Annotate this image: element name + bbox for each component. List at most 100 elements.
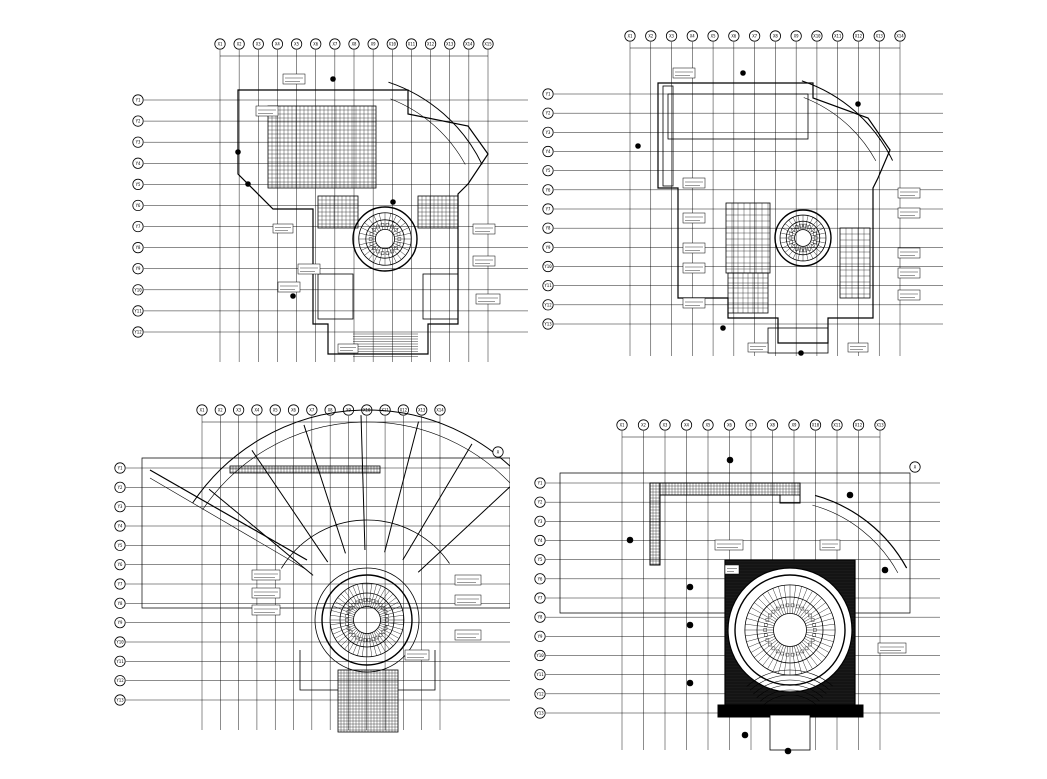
grid-bubble-column-label: X2 [641, 423, 646, 428]
rotunda-seat [813, 236, 818, 240]
rotunda-outer-ring [774, 209, 832, 267]
grid-bubble-column-label: X1 [200, 408, 205, 413]
grid-bubble-row [534, 515, 546, 527]
grid-bubble-column-label: X6 [313, 42, 318, 47]
rotunda-radial [754, 639, 778, 658]
annotation-tag [272, 223, 294, 234]
grid-bubble-row-label: Y13 [116, 698, 124, 703]
grid-bubble-row-label: Y7 [546, 207, 551, 212]
rotunda-seat [345, 614, 349, 618]
grid-bubble-column [463, 38, 475, 50]
section-marker [881, 566, 889, 574]
grid-bubble-column-label: X3 [663, 423, 668, 428]
section-marker [686, 621, 694, 629]
rotunda-radial [394, 232, 411, 238]
rotunda-radial [379, 624, 402, 635]
rotunda-radial [772, 645, 784, 672]
rotunda-radial [388, 247, 397, 263]
rotunda-radial [344, 590, 359, 610]
annotation-tag [682, 297, 706, 309]
rotunda-seat [378, 633, 383, 637]
rotunda-radial [791, 585, 797, 614]
grid-bubble-row-label: Y1 [538, 481, 543, 486]
rotunda-radial [359, 240, 376, 246]
grid-bubble-row-label: Y10 [116, 640, 124, 645]
grid-bubble-column [196, 404, 208, 416]
rotunda-radial [805, 634, 834, 642]
grid-bubble-row [534, 573, 546, 585]
grid-bubble-row [132, 136, 144, 148]
rotunda-radial [370, 632, 377, 656]
grid-bubble-column-label: X6 [291, 408, 296, 413]
rotunda-radial [801, 641, 823, 663]
grid-bubble-row-label: Y12 [116, 678, 124, 683]
rotunda-radial [780, 239, 795, 244]
grid-bubble-row-label: Y4 [118, 524, 123, 529]
rotunda-radial [348, 587, 361, 609]
rotunda-radial [373, 215, 382, 231]
grid-bubble-row [542, 203, 554, 215]
rotunda-radial [370, 584, 377, 608]
annotation-tag [747, 342, 769, 353]
grid-bubble-column-label: X14 [436, 408, 444, 413]
grid-bubble-row [114, 636, 126, 648]
grid-bubble-column-label: X4 [255, 408, 260, 413]
grid-bubble-column [745, 419, 757, 431]
grid-bubble-row-label: Y9 [538, 634, 543, 639]
annotation-tag [897, 247, 921, 259]
grid-bubble-column [809, 419, 822, 431]
section-marker [686, 679, 694, 687]
grid-bubble-row [534, 669, 546, 681]
rotunda-radial [331, 610, 355, 617]
grid-bubble-row-label: Y5 [538, 557, 543, 562]
annotation-tag [724, 564, 740, 575]
rotunda-radial [788, 244, 798, 257]
grid-bubble-row [542, 126, 554, 138]
rotunda-seat [803, 223, 807, 228]
rotunda-seat [804, 609, 809, 614]
rotunda-radial [754, 602, 778, 621]
rotunda-seat [790, 603, 795, 608]
rotunda-seat [380, 251, 385, 255]
rotunda-radial [794, 586, 802, 615]
rotunda-radial [798, 644, 813, 670]
rotunda-seat [788, 236, 793, 240]
grid-bubble-row [114, 597, 126, 609]
rotunda-seat [765, 618, 770, 622]
rotunda-radial [371, 585, 382, 608]
rotunda-radial [334, 626, 356, 639]
rotunda-radial [806, 623, 835, 629]
canopy-rib [417, 486, 510, 573]
grid-bubble-column-label: X9 [794, 34, 799, 39]
rotunda-radial [380, 614, 404, 619]
grid-bubble-row-label: Y2 [538, 500, 543, 505]
grid-bubble-row [114, 539, 126, 551]
rotunda-radial [804, 215, 809, 230]
rotunda-radial [804, 638, 830, 653]
grid-bubble-row-label: Y6 [538, 576, 543, 581]
grid-bubble-column-label: X4 [690, 34, 695, 39]
grid-bubble-column [405, 38, 418, 50]
rotunda-seat [346, 610, 351, 614]
canopy-rib [402, 443, 473, 561]
rotunda-seat [803, 248, 807, 253]
grid-bubble-column [386, 38, 398, 50]
grid-bubble-column [310, 38, 322, 50]
rotunda-radial [377, 628, 397, 643]
grid-bubble-row-label: Y9 [118, 620, 123, 625]
rotunda-radial [748, 612, 775, 624]
grid-bubble-row [114, 520, 126, 532]
grid-bubble-column-label: X5 [706, 423, 711, 428]
rotunda-radial [748, 636, 775, 648]
rotunda-radial [340, 593, 358, 611]
grid-bubble-row [132, 326, 144, 338]
grid-bubble-column-label: X14 [896, 34, 904, 39]
grid-bubble-column [702, 419, 714, 431]
rotunda-radial [745, 631, 774, 637]
grid-bubble-row [542, 88, 554, 100]
canopy-edge [149, 469, 308, 561]
curved-wing-inner [812, 504, 899, 574]
grid-bubble-row [132, 157, 144, 169]
grid-bubble-column-label: X1 [620, 423, 625, 428]
